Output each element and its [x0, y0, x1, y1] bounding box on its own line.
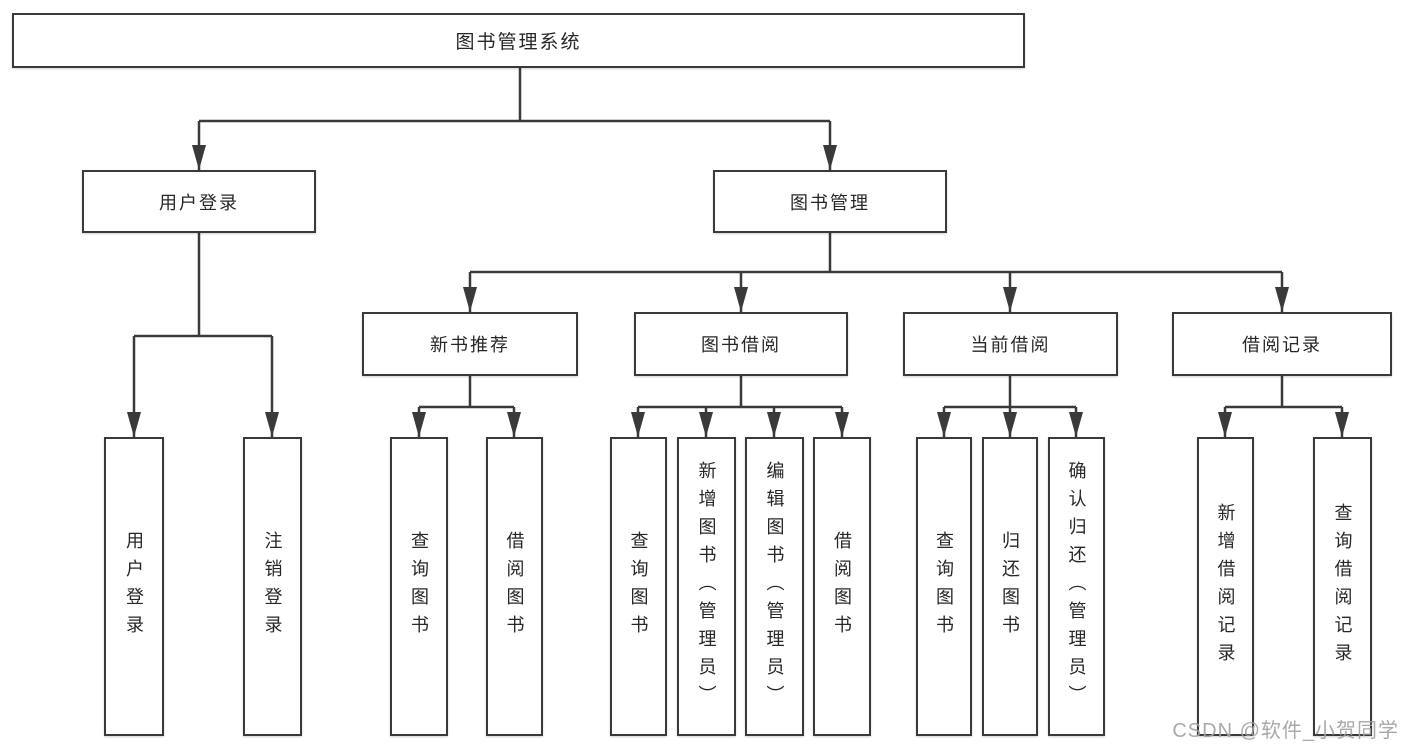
arrowhead — [192, 145, 206, 170]
connector-book-borrow — [636, 376, 844, 437]
arrowhead — [699, 412, 713, 437]
connector-root — [197, 68, 832, 170]
arrowhead — [1003, 287, 1017, 312]
arrowhead — [835, 412, 849, 437]
node-label: 注销登录 — [262, 530, 283, 643]
node-book-borrow: 图书借阅 — [634, 312, 848, 376]
connector-new-book-rec — [417, 376, 516, 437]
node-label: 查询图书 — [409, 530, 429, 643]
node-label: 图书借阅 — [701, 335, 781, 355]
node-new-book-rec: 新书推荐 — [362, 312, 578, 376]
node-label: 新书推荐 — [430, 335, 510, 355]
leaf-borrow-book-b: 借阅图书 — [813, 437, 871, 736]
leaf-query-borrow-record: 查询借阅记录 — [1313, 437, 1372, 736]
node-label: 用户登录 — [159, 192, 239, 213]
connector-borrow-record — [1223, 376, 1344, 437]
node-label: 新增借阅记录 — [1215, 502, 1236, 671]
node-current-borrow: 当前借阅 — [903, 312, 1118, 376]
arrowhead — [1069, 412, 1083, 437]
leaf-logout: 注销登录 — [243, 437, 302, 736]
node-borrow-record: 借阅记录 — [1172, 312, 1392, 376]
arrowhead — [1275, 287, 1289, 312]
leaf-query-book-a: 查询图书 — [390, 437, 448, 736]
node-label: 编辑图书（管理员） — [764, 460, 785, 713]
node-label: 图书管理 — [790, 192, 870, 213]
node-label: 查询借阅记录 — [1332, 502, 1353, 671]
arrowhead — [631, 412, 645, 437]
node-label: 新增图书（管理员） — [696, 460, 717, 713]
node-label: 借阅图书 — [504, 530, 525, 643]
connector-user-login — [132, 233, 274, 437]
node-label: 借阅图书 — [832, 530, 852, 643]
node-user-login: 用户登录 — [82, 170, 316, 233]
arrowhead — [265, 412, 279, 437]
leaf-user-login: 用户登录 — [104, 437, 164, 736]
arrowheads — [127, 145, 1349, 437]
arrowhead — [1003, 412, 1017, 437]
node-label: 查询图书 — [934, 530, 954, 643]
node-label: 当前借阅 — [970, 335, 1051, 355]
node-label: 借阅记录 — [1242, 335, 1322, 355]
arrowhead — [937, 412, 951, 437]
arrowhead — [1335, 412, 1349, 437]
arrowhead — [412, 412, 426, 437]
arrowhead — [767, 412, 781, 437]
node-label: 查询图书 — [628, 530, 649, 643]
node-label: 确认归还（管理员） — [1066, 460, 1087, 713]
leaf-borrow-book-a: 借阅图书 — [486, 437, 543, 736]
node-label: 用户登录 — [124, 530, 144, 643]
node-book-mgmt: 图书管理 — [713, 170, 947, 233]
leaf-edit-book-admin: 编辑图书（管理员） — [745, 437, 804, 736]
node-label: 归还图书 — [1000, 530, 1020, 643]
watermark: CSDN @软件_小贺同学 — [1172, 720, 1399, 742]
arrowhead — [734, 287, 748, 312]
leaf-query-book-c: 查询图书 — [916, 437, 972, 736]
leaf-return-book: 归还图书 — [982, 437, 1038, 736]
node-book-mgmt-system: 图书管理系统 — [12, 13, 1025, 68]
leaf-query-book-b: 查询图书 — [610, 437, 667, 736]
arrowhead — [127, 412, 141, 437]
arrowhead — [1218, 412, 1232, 437]
arrowhead — [823, 145, 837, 170]
leaf-add-book-admin: 新增图书（管理员） — [677, 437, 736, 736]
node-label: 图书管理系统 — [455, 32, 582, 53]
leaf-confirm-return-admin: 确认归还（管理员） — [1048, 437, 1105, 736]
arrowhead — [507, 412, 521, 437]
arrowhead — [463, 287, 477, 312]
leaf-add-borrow-record: 新增借阅记录 — [1197, 437, 1254, 736]
connector-book-mgmt — [468, 233, 1284, 312]
